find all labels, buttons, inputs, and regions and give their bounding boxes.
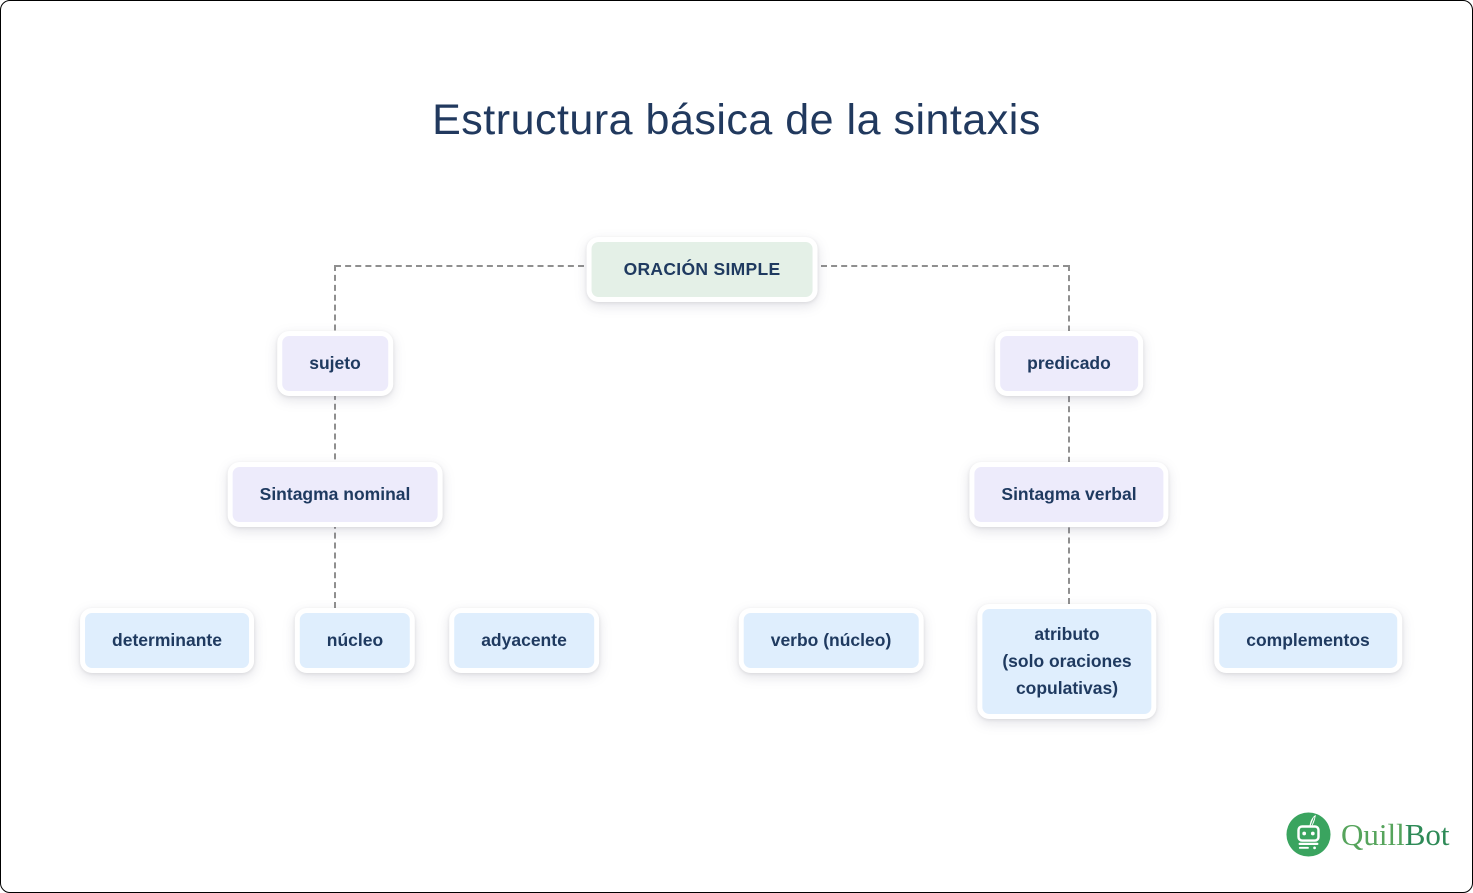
connector-root-to-sujeto xyxy=(335,265,584,267)
node-adyacente: adyacente xyxy=(449,608,599,674)
quillbot-wordmark: QuillBot xyxy=(1341,819,1450,850)
connector-sujeto-branch xyxy=(334,265,336,608)
node-atributo: atributo (solo oraciones copulativas) xyxy=(977,604,1157,720)
node-determinante: determinante xyxy=(80,608,254,674)
connector-predicado-branch xyxy=(1068,265,1070,604)
node-sintagma-nominal: Sintagma nominal xyxy=(227,462,443,528)
wordmark-quill: Quill xyxy=(1341,817,1405,852)
node-predicado: predicado xyxy=(995,331,1143,397)
node-oracion-simple: ORACIÓN SIMPLE xyxy=(586,237,818,303)
node-sujeto: sujeto xyxy=(277,331,393,397)
page-title: Estructura básica de la sintaxis xyxy=(432,95,1041,144)
node-verbo-nucleo: verbo (núcleo) xyxy=(738,608,924,674)
node-nucleo: núcleo xyxy=(294,608,416,674)
node-complementos: complementos xyxy=(1214,608,1402,674)
quillbot-robot-icon xyxy=(1286,812,1331,857)
quillbot-logo: QuillBot xyxy=(1285,811,1450,858)
node-sintagma-verbal: Sintagma verbal xyxy=(969,462,1169,528)
connector-root-to-predicado xyxy=(821,265,1069,267)
wordmark-bot: Bot xyxy=(1404,817,1450,852)
